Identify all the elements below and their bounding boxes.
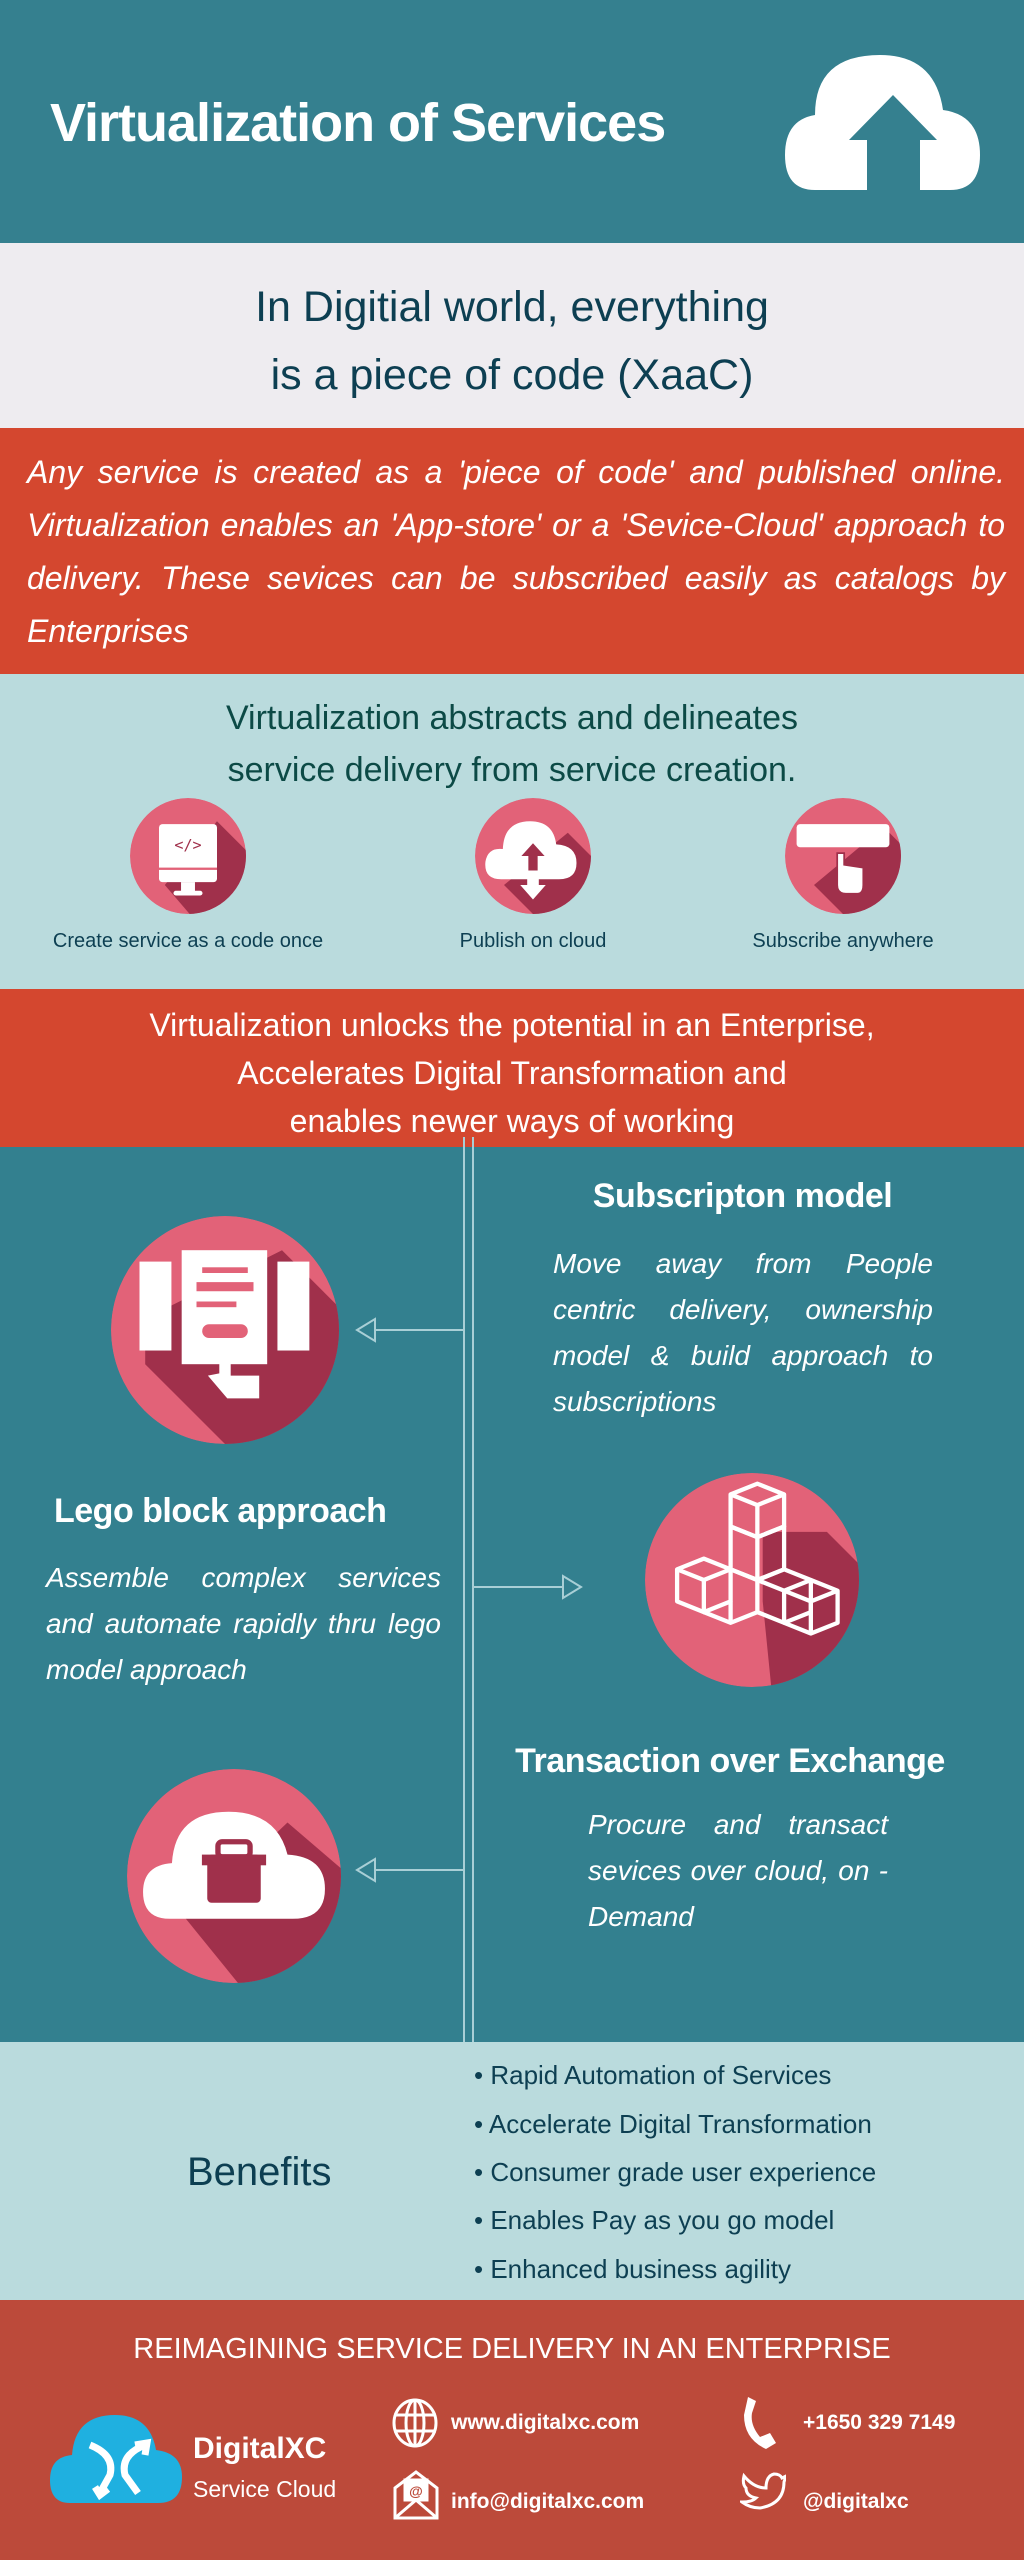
benefits-section: Benefits • Rapid Automation of Services … (0, 2042, 1024, 2300)
intro-line-1: In Digitial world, everything (255, 283, 769, 331)
header: Virtualization of Services (0, 0, 1024, 243)
email-icon: @ (393, 2470, 439, 2520)
email-link[interactable]: info@digitalxc.com (451, 2490, 645, 2513)
intro-heading: In Digitial world, everything is a piece… (0, 273, 1024, 409)
feature-description: Move away from People centric delivery, … (553, 1248, 933, 1417)
twitter-icon (740, 2472, 786, 2510)
timeline-line (463, 1137, 465, 2042)
arrow-left-icon (355, 1317, 465, 1343)
blocks-icon (645, 1473, 859, 1687)
step-label: Create service as a code once (52, 930, 324, 952)
feature-description: Procure and transact sevices over cloud,… (588, 1809, 888, 1932)
arrow-left-icon (355, 1857, 465, 1883)
unlock-line-2: Accelerates Digital Transformation and (237, 1055, 787, 1091)
cloud-upload-icon (785, 55, 980, 190)
benefit-item: • Enables Pay as you go model (474, 2205, 835, 2235)
unlock-line-1: Virtualization unlocks the potential in … (149, 1007, 875, 1043)
benefits-title: Benefits (187, 2150, 332, 2194)
feature-title: Subscripton model (592, 1177, 893, 1215)
feature-title: Lego block approach (54, 1492, 387, 1530)
phone-number[interactable]: +1650 329 7149 (803, 2411, 956, 2434)
brand-name: DigitalXC (193, 2432, 327, 2465)
globe-icon (392, 2398, 438, 2448)
features-timeline: Subscripton model Move away from People … (0, 1137, 1024, 2042)
benefit-item: • Consumer grade user experience (474, 2157, 877, 2187)
description-section: Any service is created as a 'piece of co… (0, 428, 1024, 674)
page-title: Virtualization of Services (50, 93, 666, 153)
footer: REIMAGINING SERVICE DELIVERY IN AN ENTER… (0, 2300, 1024, 2560)
abstraction-line-1: Virtualization abstracts and delineates (225, 699, 799, 737)
unlock-section: Virtualization unlocks the potential in … (0, 989, 1024, 1147)
description-text: Any service is created as a 'piece of co… (27, 454, 1005, 649)
svg-text:@: @ (409, 2483, 423, 2499)
step-label: Publish on cloud (459, 930, 607, 952)
benefit-item: • Rapid Automation of Services (474, 2060, 832, 2090)
twitter-handle[interactable]: @digitalxc (803, 2490, 909, 2513)
abstraction-heading: Virtualization abstracts and delineates … (0, 692, 1024, 796)
timeline-line (472, 1137, 474, 2042)
footer-tagline: REIMAGINING SERVICE DELIVERY IN AN ENTER… (133, 2333, 891, 2365)
intro-section: In Digitial world, everything is a piece… (0, 243, 1024, 428)
feature-title: Transaction over Exchange (515, 1742, 945, 1780)
website-link[interactable]: www.digitalxc.com (451, 2411, 640, 2434)
code-monitor-icon: </> (130, 798, 246, 914)
abstraction-line-2: service delivery from service creation. (227, 751, 797, 789)
digitalxc-logo (50, 2415, 182, 2503)
step-label: Subscribe anywhere (752, 930, 934, 952)
cloud-basket-icon (127, 1769, 341, 1983)
brand-subtitle: Service Cloud (193, 2476, 337, 2502)
cloud-sync-icon (475, 798, 591, 914)
server-touch-icon (111, 1216, 339, 1444)
benefit-item: • Accelerate Digital Transformation (474, 2109, 872, 2139)
unlock-line-3: enables newer ways of working (289, 1103, 735, 1139)
svg-text:</>: </> (174, 836, 201, 854)
benefit-item: • Enhanced business agility (474, 2254, 791, 2284)
phone-icon (744, 2397, 776, 2449)
unlock-heading: Virtualization unlocks the potential in … (0, 1001, 1024, 1145)
abstraction-section: Virtualization abstracts and delineates … (0, 674, 1024, 989)
feature-description: Assemble complex services and automate r… (46, 1562, 441, 1685)
arrow-right-icon (473, 1574, 583, 1600)
click-button-icon (785, 798, 901, 914)
intro-line-2: is a piece of code (XaaC) (270, 351, 754, 399)
